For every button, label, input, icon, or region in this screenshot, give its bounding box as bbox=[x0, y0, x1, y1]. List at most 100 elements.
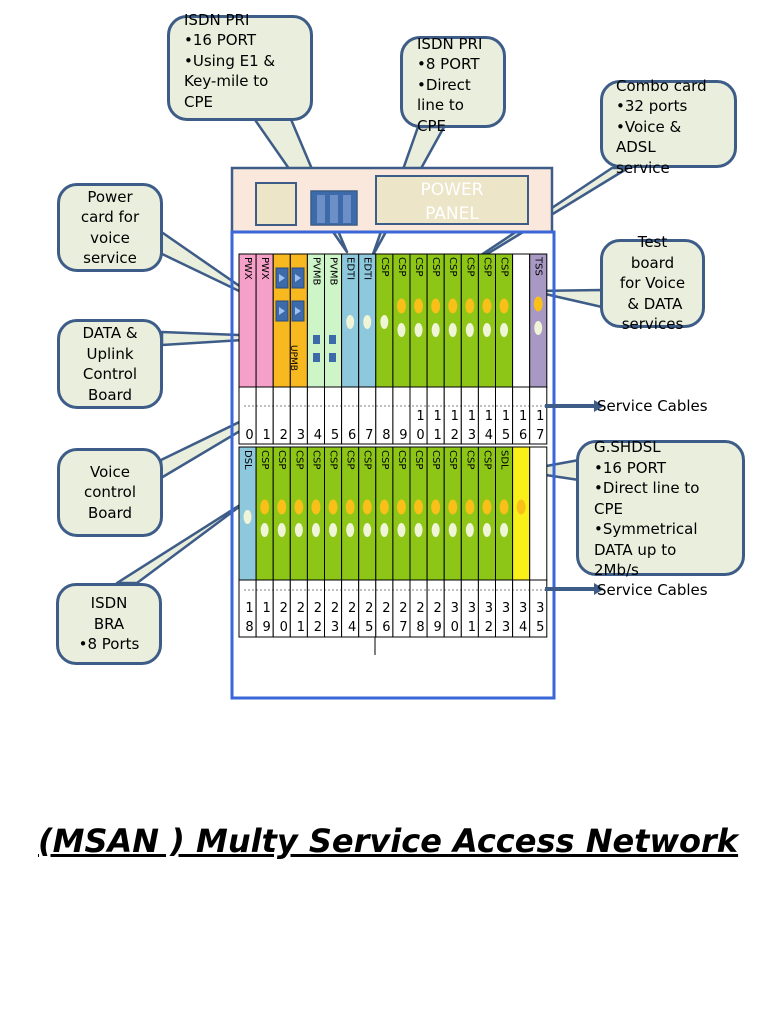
power-panel-label-line1: POWER bbox=[421, 180, 484, 200]
slot-number: 3 bbox=[485, 601, 493, 616]
callout-line: Board bbox=[87, 503, 133, 522]
callout-line: •Symmetrical bbox=[594, 520, 698, 538]
callout-line: BRA bbox=[93, 614, 125, 633]
callout-line: board bbox=[630, 253, 675, 272]
port-led-white bbox=[414, 323, 423, 337]
port-led-yellow bbox=[277, 499, 287, 515]
slot-number: 5 bbox=[365, 620, 373, 635]
fan-slot bbox=[330, 195, 338, 223]
slot-number: 4 bbox=[314, 428, 322, 443]
callout-line: CPE bbox=[594, 499, 623, 518]
slot-number: 2 bbox=[451, 428, 459, 443]
slot-number: 4 bbox=[348, 620, 356, 635]
slot-number: 3 bbox=[331, 620, 339, 635]
slot-number: 7 bbox=[399, 620, 407, 635]
callout-line: line to bbox=[417, 96, 464, 115]
callout-line: Combo card bbox=[616, 77, 707, 95]
port-led-yellow bbox=[345, 499, 355, 515]
port-led-yellow bbox=[431, 499, 441, 515]
callout-line: •16 PORT bbox=[594, 458, 667, 477]
port-led-white bbox=[465, 523, 474, 537]
card-label: CSP bbox=[396, 257, 407, 276]
port-led-yellow bbox=[396, 298, 406, 314]
slot-number: 1 bbox=[434, 409, 442, 424]
port-led-white bbox=[363, 315, 372, 329]
port-led-white bbox=[465, 323, 474, 337]
port-led-white bbox=[414, 523, 423, 537]
slot-number: 2 bbox=[314, 601, 322, 616]
callout-line: Test bbox=[637, 233, 668, 252]
port-led-yellow bbox=[414, 499, 424, 515]
port-led-yellow bbox=[294, 499, 304, 515]
card-label: CSP bbox=[481, 257, 492, 276]
slot-number: 4 bbox=[485, 428, 493, 443]
card-label: PWX bbox=[259, 257, 270, 280]
power-panel-display bbox=[375, 175, 529, 225]
card-label: DSL bbox=[242, 450, 253, 470]
slot-number: 2 bbox=[434, 601, 442, 616]
slot-number: 3 bbox=[451, 601, 459, 616]
service-cables-arrowhead-lower bbox=[594, 583, 604, 595]
port-led-yellow bbox=[362, 499, 372, 515]
callout-line: •16 PORT bbox=[184, 31, 257, 50]
card-label: CSP bbox=[396, 450, 407, 469]
callout-line: •8 PORT bbox=[417, 55, 480, 74]
card-label: CSP bbox=[464, 257, 475, 276]
port-led-white bbox=[431, 523, 440, 537]
card-label: CSP bbox=[379, 450, 390, 469]
port-led-yellow bbox=[516, 499, 526, 515]
slot-number: 2 bbox=[280, 428, 288, 443]
slot-number: 7 bbox=[365, 428, 373, 443]
port-led-white bbox=[277, 523, 286, 537]
slot-number: 2 bbox=[382, 601, 390, 616]
callout-power-card: Power card for voice service bbox=[57, 183, 163, 272]
slot-number: 3 bbox=[297, 428, 305, 443]
port-led-yellow bbox=[311, 499, 321, 515]
slot-number: 1 bbox=[434, 428, 442, 443]
callout-line: CPE bbox=[184, 92, 213, 111]
slot-number: 3 bbox=[468, 601, 476, 616]
card-label: PVMB bbox=[328, 257, 339, 285]
callout-line: service bbox=[83, 249, 137, 267]
slot-number: 5 bbox=[502, 428, 510, 443]
callout-g-shdsl: G.SHDSL •16 PORT •Direct line to CPE •Sy… bbox=[576, 438, 745, 579]
test-led-white bbox=[534, 321, 543, 335]
callout-voice-control-board: Voice control Board bbox=[57, 448, 163, 537]
page-title: (MSAN ) Multy Service Access Network bbox=[38, 822, 739, 860]
service-cables-label-lower: Service Cables bbox=[597, 581, 708, 599]
card-label: PVMB bbox=[310, 257, 321, 285]
slot-number: 1 bbox=[468, 409, 476, 424]
port-led-yellow bbox=[448, 499, 458, 515]
port-led-white bbox=[363, 523, 372, 537]
callout-line: •Direct line to bbox=[594, 479, 700, 497]
callout-line: Key-mile to bbox=[184, 72, 269, 91]
slot-number: 2 bbox=[331, 601, 339, 616]
slot-number: 7 bbox=[536, 428, 544, 443]
port-led-white bbox=[500, 523, 509, 537]
card-label: CSP bbox=[413, 257, 424, 276]
slot-number: 5 bbox=[536, 620, 544, 635]
port-led-white bbox=[431, 323, 440, 337]
callout-line: service bbox=[616, 158, 670, 177]
slot-number: 4 bbox=[519, 620, 527, 635]
uplink-port-arrow-icon bbox=[295, 274, 301, 282]
callout-line: control bbox=[84, 483, 136, 502]
slot-number: 2 bbox=[485, 620, 493, 635]
callout-isdn-pri-8-port: ISDN PRI •8 PORT •Direct line to CPE bbox=[400, 35, 506, 135]
callout-line: Board bbox=[87, 385, 133, 404]
slot-number: 6 bbox=[519, 428, 527, 443]
callout-line: CPE bbox=[417, 116, 446, 135]
fan-slot bbox=[317, 195, 325, 223]
slot-number: 8 bbox=[245, 620, 253, 635]
card-label: CSP bbox=[447, 450, 458, 469]
card-label: CSP bbox=[430, 450, 441, 469]
slot-number: 1 bbox=[263, 601, 271, 616]
port-led-yellow bbox=[465, 499, 475, 515]
callout-line: Voice bbox=[90, 462, 130, 481]
port-led-white bbox=[482, 323, 491, 337]
callout-line: ISDN bbox=[90, 594, 128, 613]
port-led-white bbox=[397, 323, 406, 337]
slot-number: 8 bbox=[416, 620, 424, 635]
port-led-white bbox=[346, 523, 355, 537]
